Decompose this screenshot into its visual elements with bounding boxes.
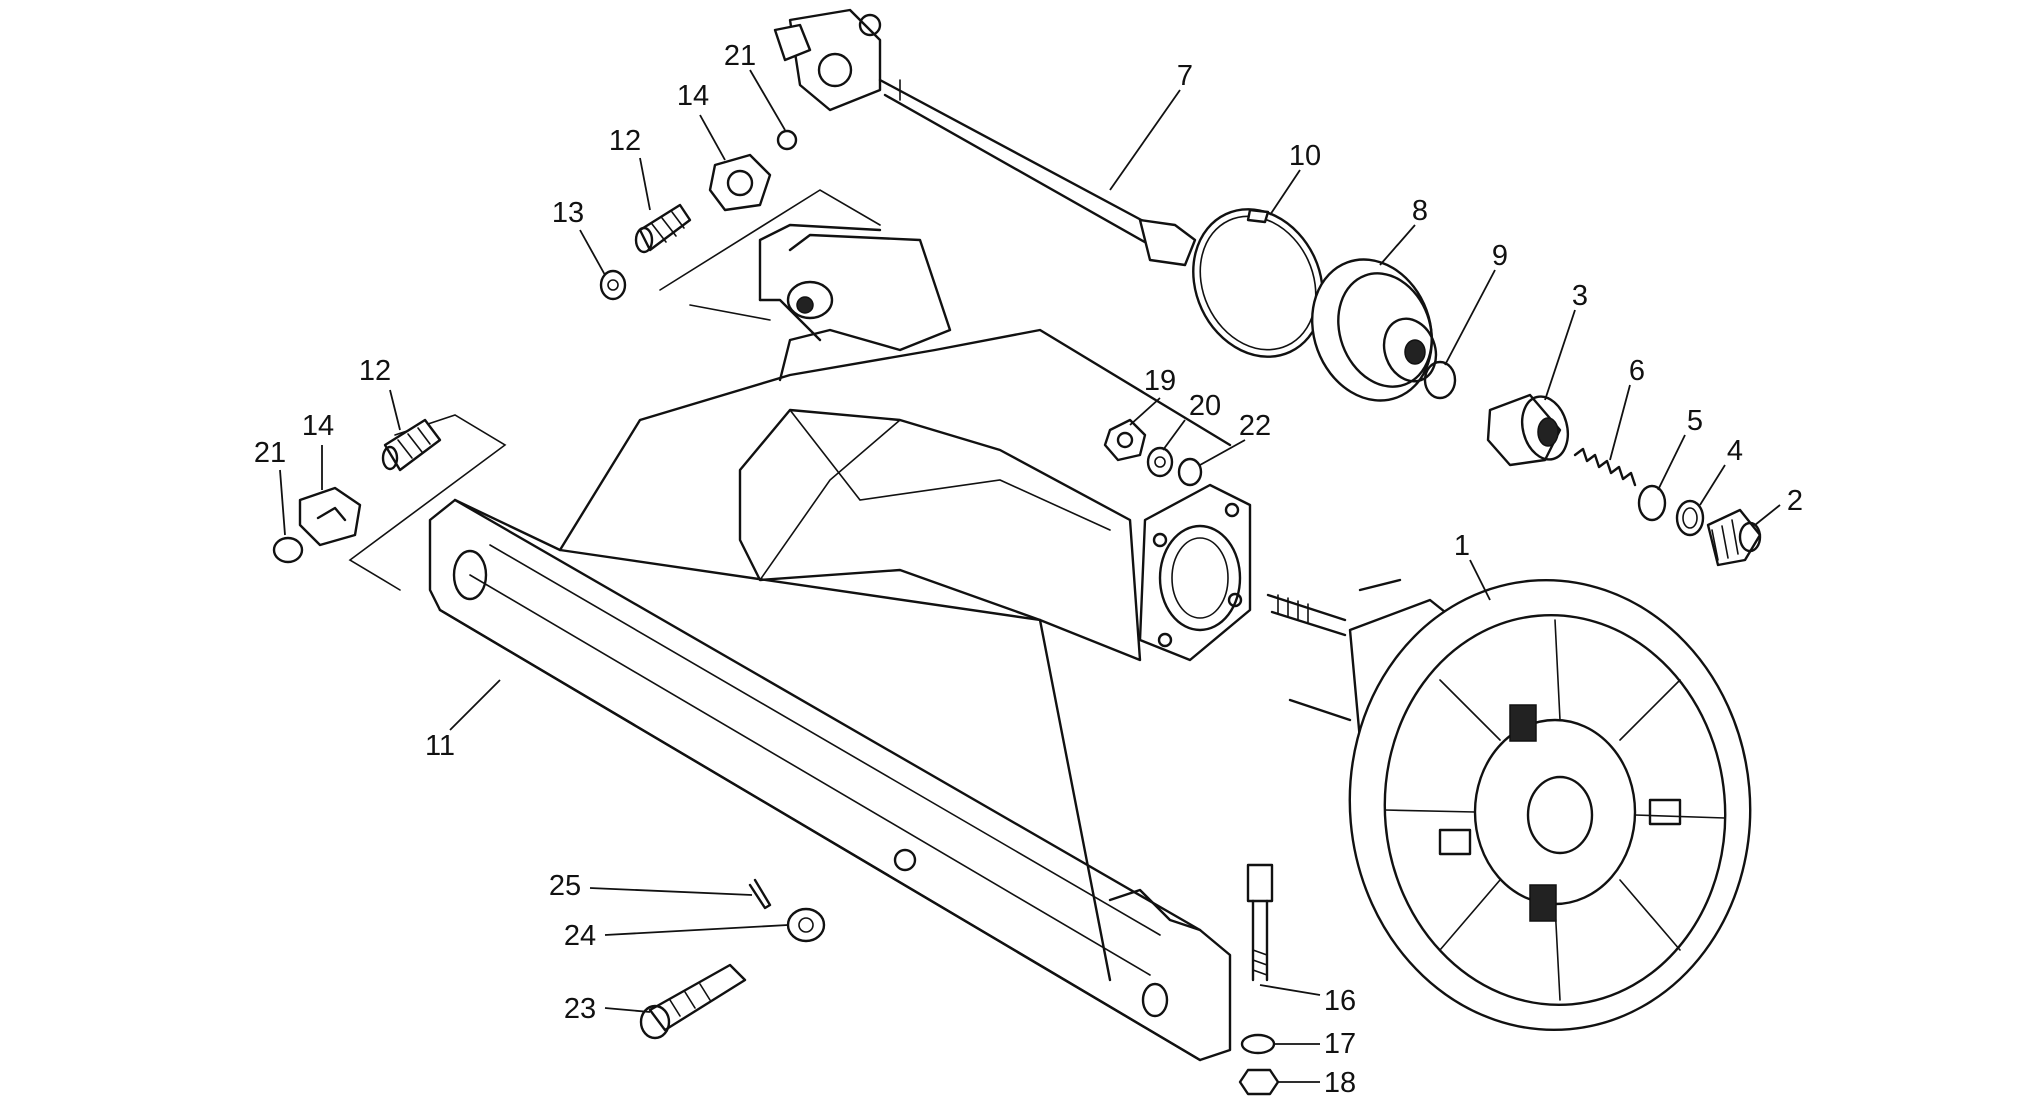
callout-12-upper: 12 xyxy=(609,125,641,157)
bolt-16 xyxy=(1246,863,1274,982)
callout-14-upper: 14 xyxy=(677,80,709,112)
callout-6: 6 xyxy=(1629,355,1645,387)
callout-20: 20 xyxy=(1189,390,1221,422)
callout-22: 22 xyxy=(1239,410,1271,442)
bolt-12-lower xyxy=(381,418,442,472)
nut-14-upper xyxy=(708,153,772,212)
callout-17: 17 xyxy=(1324,1028,1356,1060)
callout-21-lower: 21 xyxy=(254,437,286,469)
callouts: 1 2 3 4 5 6 7 8 9 10 11 12 12 13 14 14 1… xyxy=(254,40,1803,1096)
callout-11: 11 xyxy=(425,730,455,762)
callout-23: 23 xyxy=(564,993,596,1025)
spring xyxy=(1573,447,1637,487)
callout-18: 18 xyxy=(1324,1067,1356,1096)
callout-12-lower: 12 xyxy=(359,355,391,387)
bolt-12-upper xyxy=(634,203,692,254)
circlip xyxy=(1192,208,1324,358)
callout-16: 16 xyxy=(1324,985,1356,1017)
callout-13: 13 xyxy=(552,197,584,229)
callout-3: 3 xyxy=(1572,280,1588,312)
drive-shaft xyxy=(773,8,1197,267)
bolt-23 xyxy=(639,963,747,1040)
callout-25: 25 xyxy=(549,870,581,902)
callout-5: 5 xyxy=(1687,405,1703,437)
nut-14-lower xyxy=(298,486,362,547)
ring-5 xyxy=(1637,484,1667,522)
callout-9: 9 xyxy=(1492,240,1508,272)
callout-8: 8 xyxy=(1412,195,1428,227)
washer-4 xyxy=(1675,499,1705,537)
nut-19 xyxy=(1103,418,1147,462)
callout-19: 19 xyxy=(1144,365,1176,397)
cotter-pin-25 xyxy=(748,878,772,910)
washer-22 xyxy=(1177,457,1203,487)
washer-17 xyxy=(1240,1033,1276,1055)
callout-21-upper: 21 xyxy=(724,40,756,72)
hub-drum xyxy=(1266,578,1752,1032)
leader-lines xyxy=(279,69,1781,1083)
callout-4: 4 xyxy=(1727,435,1743,467)
washer-13 xyxy=(599,269,627,301)
callout-1: 1 xyxy=(1454,530,1470,562)
callout-2: 2 xyxy=(1787,485,1803,517)
cap-21-lower xyxy=(272,536,304,564)
cap-21-upper xyxy=(776,129,798,151)
callout-7: 7 xyxy=(1177,60,1193,92)
washer-24 xyxy=(786,907,826,943)
splined-sleeve xyxy=(1486,393,1570,467)
splined-gear xyxy=(1706,508,1762,567)
nut-18 xyxy=(1238,1068,1280,1096)
callout-10: 10 xyxy=(1289,140,1321,172)
swingarm xyxy=(348,189,1252,1062)
rubber-boot xyxy=(1310,258,1438,402)
o-ring-9 xyxy=(1423,360,1457,400)
callout-24: 24 xyxy=(564,920,596,952)
washer-20 xyxy=(1146,446,1174,478)
callout-14-lower: 14 xyxy=(302,410,334,442)
